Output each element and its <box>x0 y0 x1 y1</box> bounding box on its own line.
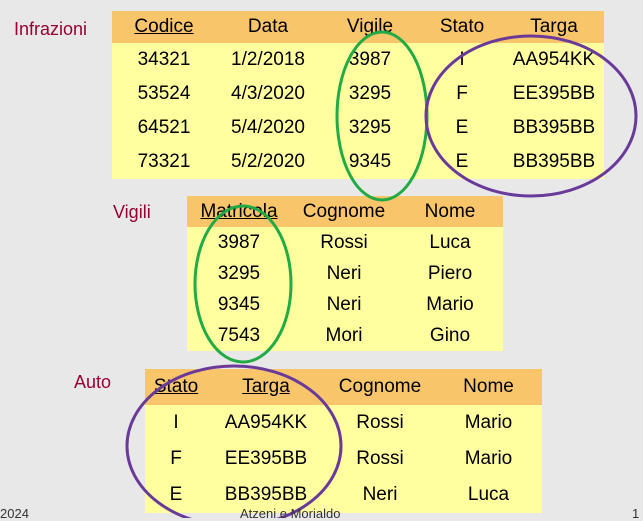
cell: Rossi <box>291 227 397 258</box>
vigili-header: Matricola Cognome Nome <box>187 196 503 227</box>
cell: 1/2/2018 <box>216 43 320 77</box>
cell: 5/4/2020 <box>216 111 320 145</box>
cell: F <box>145 441 207 477</box>
cell: 3295 <box>320 77 420 111</box>
label-vigili: Vigili <box>113 202 151 222</box>
table-row: 73321 5/2/2020 9345 E BB395BB <box>112 145 604 179</box>
table-row: 64521 5/4/2020 3295 E BB395BB <box>112 111 604 145</box>
auto-table: Stato Targa Cognome Nome I AA954KK Rossi… <box>145 369 542 513</box>
vigili-table: Matricola Cognome Nome 3987 Rossi Luca 3… <box>187 196 503 351</box>
table-row: 3295 Neri Piero <box>187 258 503 289</box>
cell: Rossi <box>325 405 435 441</box>
label-infrazioni: Infrazioni <box>14 19 88 39</box>
table-row: 53524 4/3/2020 3295 F EE395BB <box>112 77 604 111</box>
cell: 3295 <box>320 111 420 145</box>
cell: 7543 <box>187 320 291 351</box>
header-nome: Nome <box>435 369 542 405</box>
table-row: 9345 Neri Mario <box>187 289 503 320</box>
cell: AA954KK <box>207 405 325 441</box>
header-stato: Stato <box>145 369 207 405</box>
cell: Rossi <box>325 441 435 477</box>
cell: 3295 <box>187 258 291 289</box>
footer-authors: Atzeni e Morialdo <box>240 506 341 521</box>
cell: E <box>420 111 504 145</box>
cell: BB395BB <box>504 111 604 145</box>
cell: I <box>420 43 504 77</box>
header-vigile: Vigile <box>320 11 420 43</box>
cell: Piero <box>397 258 503 289</box>
footer-year: 2024 <box>0 506 29 521</box>
table-row: E BB395BB Neri Luca <box>145 477 542 513</box>
table-row: F EE395BB Rossi Mario <box>145 441 542 477</box>
cell: 34321 <box>112 43 216 77</box>
cell: Neri <box>325 477 435 513</box>
header-data: Data <box>216 11 320 43</box>
header-stato: Stato <box>420 11 504 43</box>
cell: Luca <box>435 477 542 513</box>
table-row: 34321 1/2/2018 3987 I AA954KK <box>112 43 604 77</box>
infrazioni-header: Codice Data Vigile Stato Targa <box>112 11 604 43</box>
cell: Gino <box>397 320 503 351</box>
cell: Mario <box>397 289 503 320</box>
cell: Mori <box>291 320 397 351</box>
cell: 64521 <box>112 111 216 145</box>
footer-page-number: 1 <box>632 506 640 521</box>
header-cognome: Cognome <box>325 369 435 405</box>
header-cognome: Cognome <box>291 196 397 227</box>
cell: E <box>145 477 207 513</box>
cell: Neri <box>291 289 397 320</box>
cell: BB395BB <box>504 145 604 179</box>
table-row: 7543 Mori Gino <box>187 320 503 351</box>
header-codice: Codice <box>112 11 216 43</box>
cell: 9345 <box>320 145 420 179</box>
cell: Mario <box>435 405 542 441</box>
cell: EE395BB <box>504 77 604 111</box>
cell: I <box>145 405 207 441</box>
infrazioni-table: Codice Data Vigile Stato Targa 34321 1/2… <box>112 11 604 179</box>
header-matricola: Matricola <box>187 196 291 227</box>
cell: 9345 <box>187 289 291 320</box>
cell: 3987 <box>320 43 420 77</box>
cell: Neri <box>291 258 397 289</box>
table-row: I AA954KK Rossi Mario <box>145 405 542 441</box>
header-targa: Targa <box>207 369 325 405</box>
cell: 4/3/2020 <box>216 77 320 111</box>
cell: F <box>420 77 504 111</box>
label-auto: Auto <box>74 372 112 392</box>
cell: EE395BB <box>207 441 325 477</box>
cell: AA954KK <box>504 43 604 77</box>
cell: Mario <box>435 441 542 477</box>
header-targa: Targa <box>504 11 604 43</box>
cell: 3987 <box>187 227 291 258</box>
cell: E <box>420 145 504 179</box>
header-nome: Nome <box>397 196 503 227</box>
auto-header: Stato Targa Cognome Nome <box>145 369 542 405</box>
cell: 5/2/2020 <box>216 145 320 179</box>
cell: Luca <box>397 227 503 258</box>
cell: 53524 <box>112 77 216 111</box>
cell: 73321 <box>112 145 216 179</box>
table-row: 3987 Rossi Luca <box>187 227 503 258</box>
